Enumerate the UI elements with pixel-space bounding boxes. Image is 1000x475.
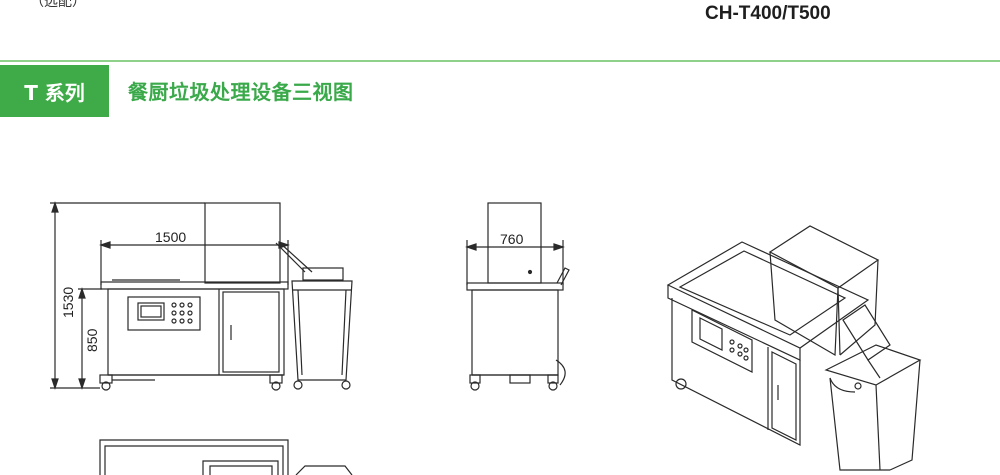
model-number: CH-T400/T500 [705, 3, 831, 24]
clipped-header-text: （选配） [30, 0, 86, 10]
section-title: 餐厨垃圾处理设备三视图 [128, 80, 354, 104]
dim-height-1530: 1530 [60, 287, 76, 318]
isometric-view [666, 225, 922, 471]
front-view [50, 201, 353, 391]
top-view [99, 439, 353, 475]
dim-width-760: 760 [500, 231, 524, 247]
dim-width-1500: 1500 [155, 229, 186, 245]
side-view [465, 202, 570, 391]
divider-rule [0, 60, 1000, 62]
dim-height-850: 850 [84, 328, 100, 352]
series-tag: T 系列 [0, 65, 109, 117]
